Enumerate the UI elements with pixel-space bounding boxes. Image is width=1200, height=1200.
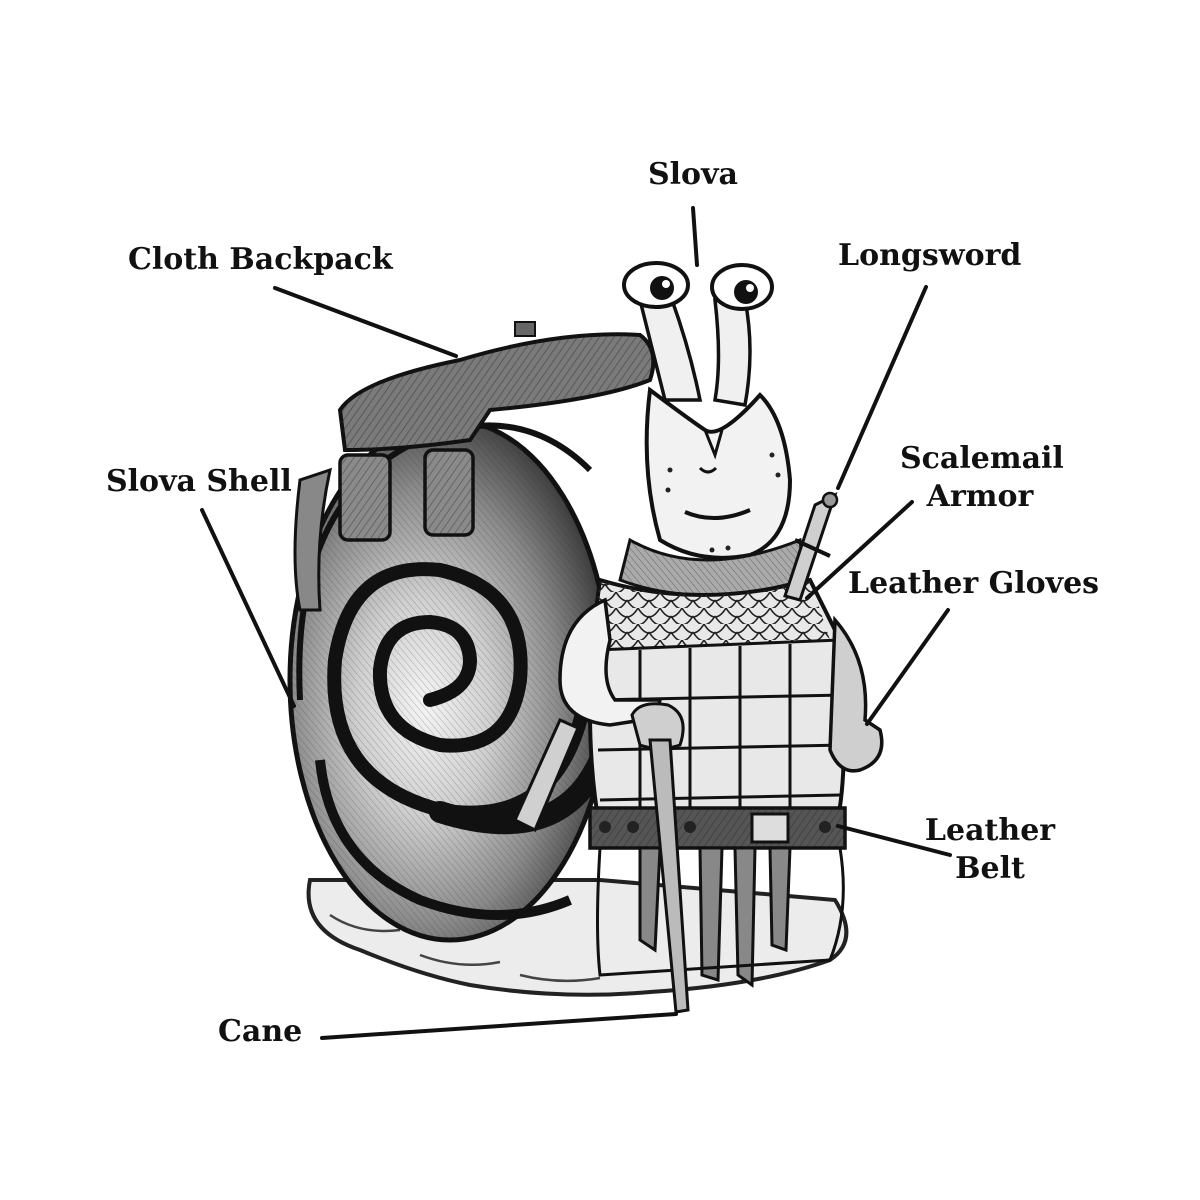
leader-leather-belt [836,824,952,857]
leader-leather-gloves [865,608,950,726]
label-cane: Cane [218,1014,303,1049]
leader-cloth-backpack [273,286,458,358]
label-leather-gloves: Leather Gloves [848,566,1100,601]
leader-longsword [836,285,928,490]
label-leather-belt: Leather Belt [920,812,1060,887]
label-leather-belt-line1: Leather [924,813,1056,848]
backpack [293,321,656,612]
label-scalemail-armor-line1: Scalemail [900,441,1064,476]
leader-slova-shell [200,508,296,708]
label-scalemail-armor: Scalemail Armor [900,440,1064,515]
cane [648,738,690,1014]
label-slova: Slova [648,157,738,192]
leader-slova [691,206,699,267]
label-longsword: Longsword [838,238,1022,273]
leader-lines [200,206,952,1040]
label-scalemail-armor-line2: Armor [926,478,1034,514]
leader-cane [320,1012,678,1040]
label-leather-belt-line2: Belt [955,850,1025,886]
longsword-hilt [783,491,839,602]
leader-scalemail-armor [805,500,914,600]
label-slova-shell: Slova Shell [106,464,292,499]
sword-blade [513,718,580,833]
label-cloth-backpack: Cloth Backpack [128,242,393,277]
